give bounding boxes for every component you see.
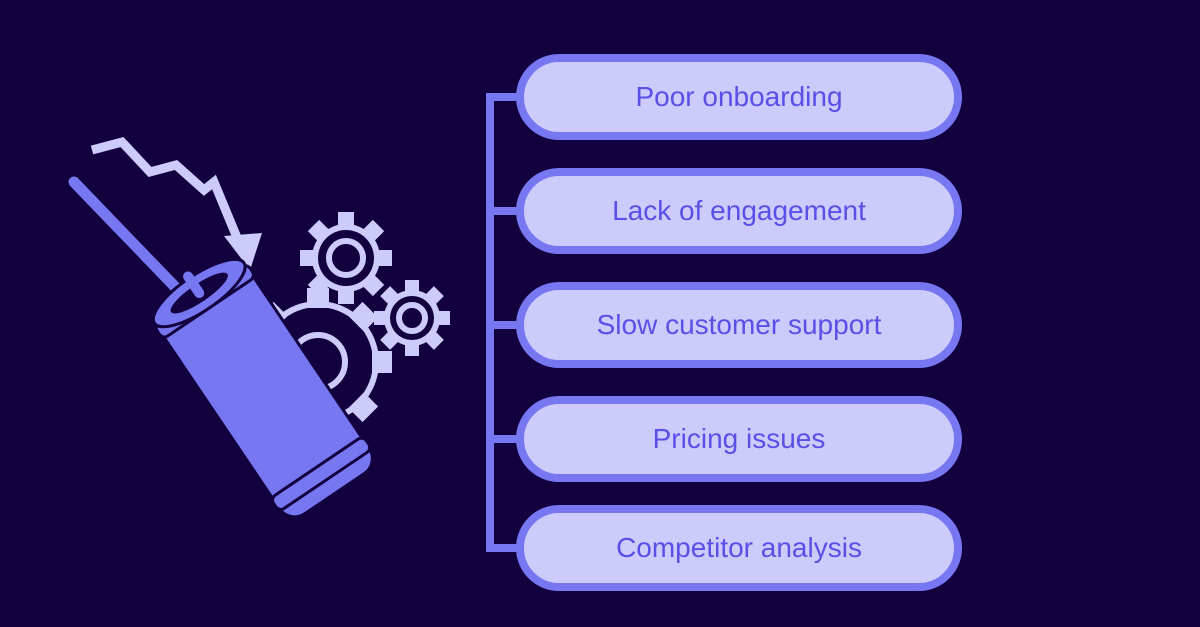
reason-pill-poor-onboarding: Poor onboarding: [516, 54, 962, 140]
reason-pill-lack-of-engagement: Lack of engagement: [516, 168, 962, 254]
illustration: [68, 136, 450, 519]
dynamite-icon: [68, 176, 374, 519]
reason-label: Competitor analysis: [616, 532, 862, 563]
gear-icon-small: [374, 280, 450, 356]
reason-label: Pricing issues: [652, 423, 826, 454]
reason-pill-slow-customer-support: Slow customer support: [516, 282, 962, 368]
reason-label: Lack of engagement: [612, 195, 866, 226]
reason-label: Slow customer support: [596, 309, 882, 340]
gear-icon-medium: [300, 212, 392, 304]
downtrend-arrow-icon: [90, 136, 262, 270]
reason-pill-pricing-issues: Pricing issues: [516, 396, 962, 482]
reason-label: Poor onboarding: [635, 81, 843, 112]
reason-pill-competitor-analysis: Competitor analysis: [516, 505, 962, 591]
